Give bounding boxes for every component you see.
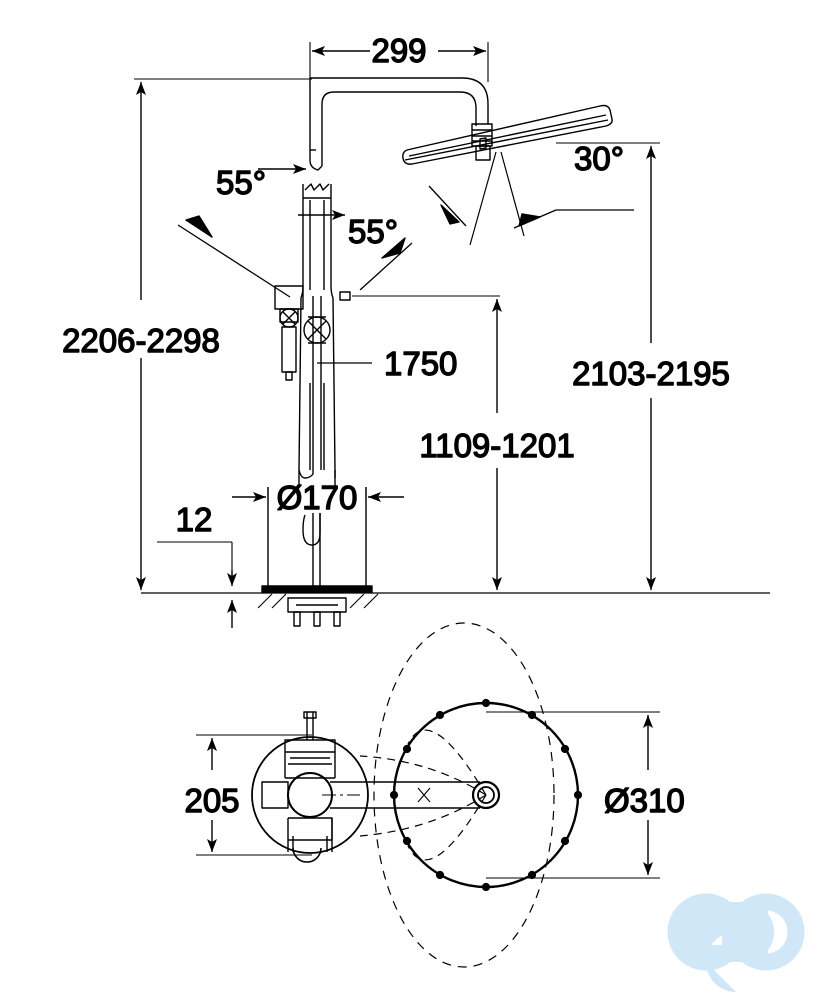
dimension-value-12: 12 (176, 501, 213, 538)
dimension-value-2206-2298: 2206-2298 (62, 322, 220, 359)
dimension-d310: Ø310 (486, 711, 685, 879)
angle-55-lower-leader (298, 210, 413, 291)
dimension-value-299: 299 (371, 32, 426, 69)
shower-head-plate (402, 104, 613, 165)
angle-label-55-lower: 55° (348, 213, 398, 250)
spray-envelope-dashed (373, 622, 555, 968)
cd-logo-watermark (667, 893, 805, 992)
dimension-value-205: 205 (184, 782, 239, 819)
pedestal-base (261, 469, 373, 593)
shower-riser-column (298, 183, 336, 471)
angle-30-leaders (428, 151, 634, 246)
dimension-value-1109-1201: 1109-1201 (419, 427, 574, 464)
dimension-205: 205 (184, 734, 312, 856)
dimension-2206-2298: 2206-2298 (61, 78, 312, 590)
dimension-value-d310: Ø310 (604, 782, 685, 819)
dimension-value-2103-2195: 2103-2195 (572, 355, 730, 392)
valve-control-block (274, 285, 304, 381)
floor-mounting-bracket (257, 593, 379, 627)
shower-arm-plan (322, 781, 480, 809)
angle-55-upper-leader (177, 164, 306, 298)
angle-label-30-tilt: 30° (574, 140, 624, 177)
hand-shower-assembly (309, 383, 325, 470)
diverter-handle (303, 291, 351, 344)
dimension-12: 12 (157, 500, 262, 628)
dimension-2103-2195: 2103-2195 (556, 142, 731, 590)
dimension-299: 299 (309, 31, 489, 82)
dimension-1750: 1750 (317, 344, 458, 383)
shower-arm (309, 77, 489, 171)
dimension-value-1750: 1750 (384, 345, 457, 382)
angle-label-55-upper: 55° (216, 164, 266, 201)
dimension-1109-1201: 1109-1201 (352, 295, 575, 590)
dimension-value-d170: Ø170 (277, 479, 358, 516)
shower-head-plan-circle (359, 698, 583, 892)
dimension-d170: Ø170 (232, 478, 404, 517)
